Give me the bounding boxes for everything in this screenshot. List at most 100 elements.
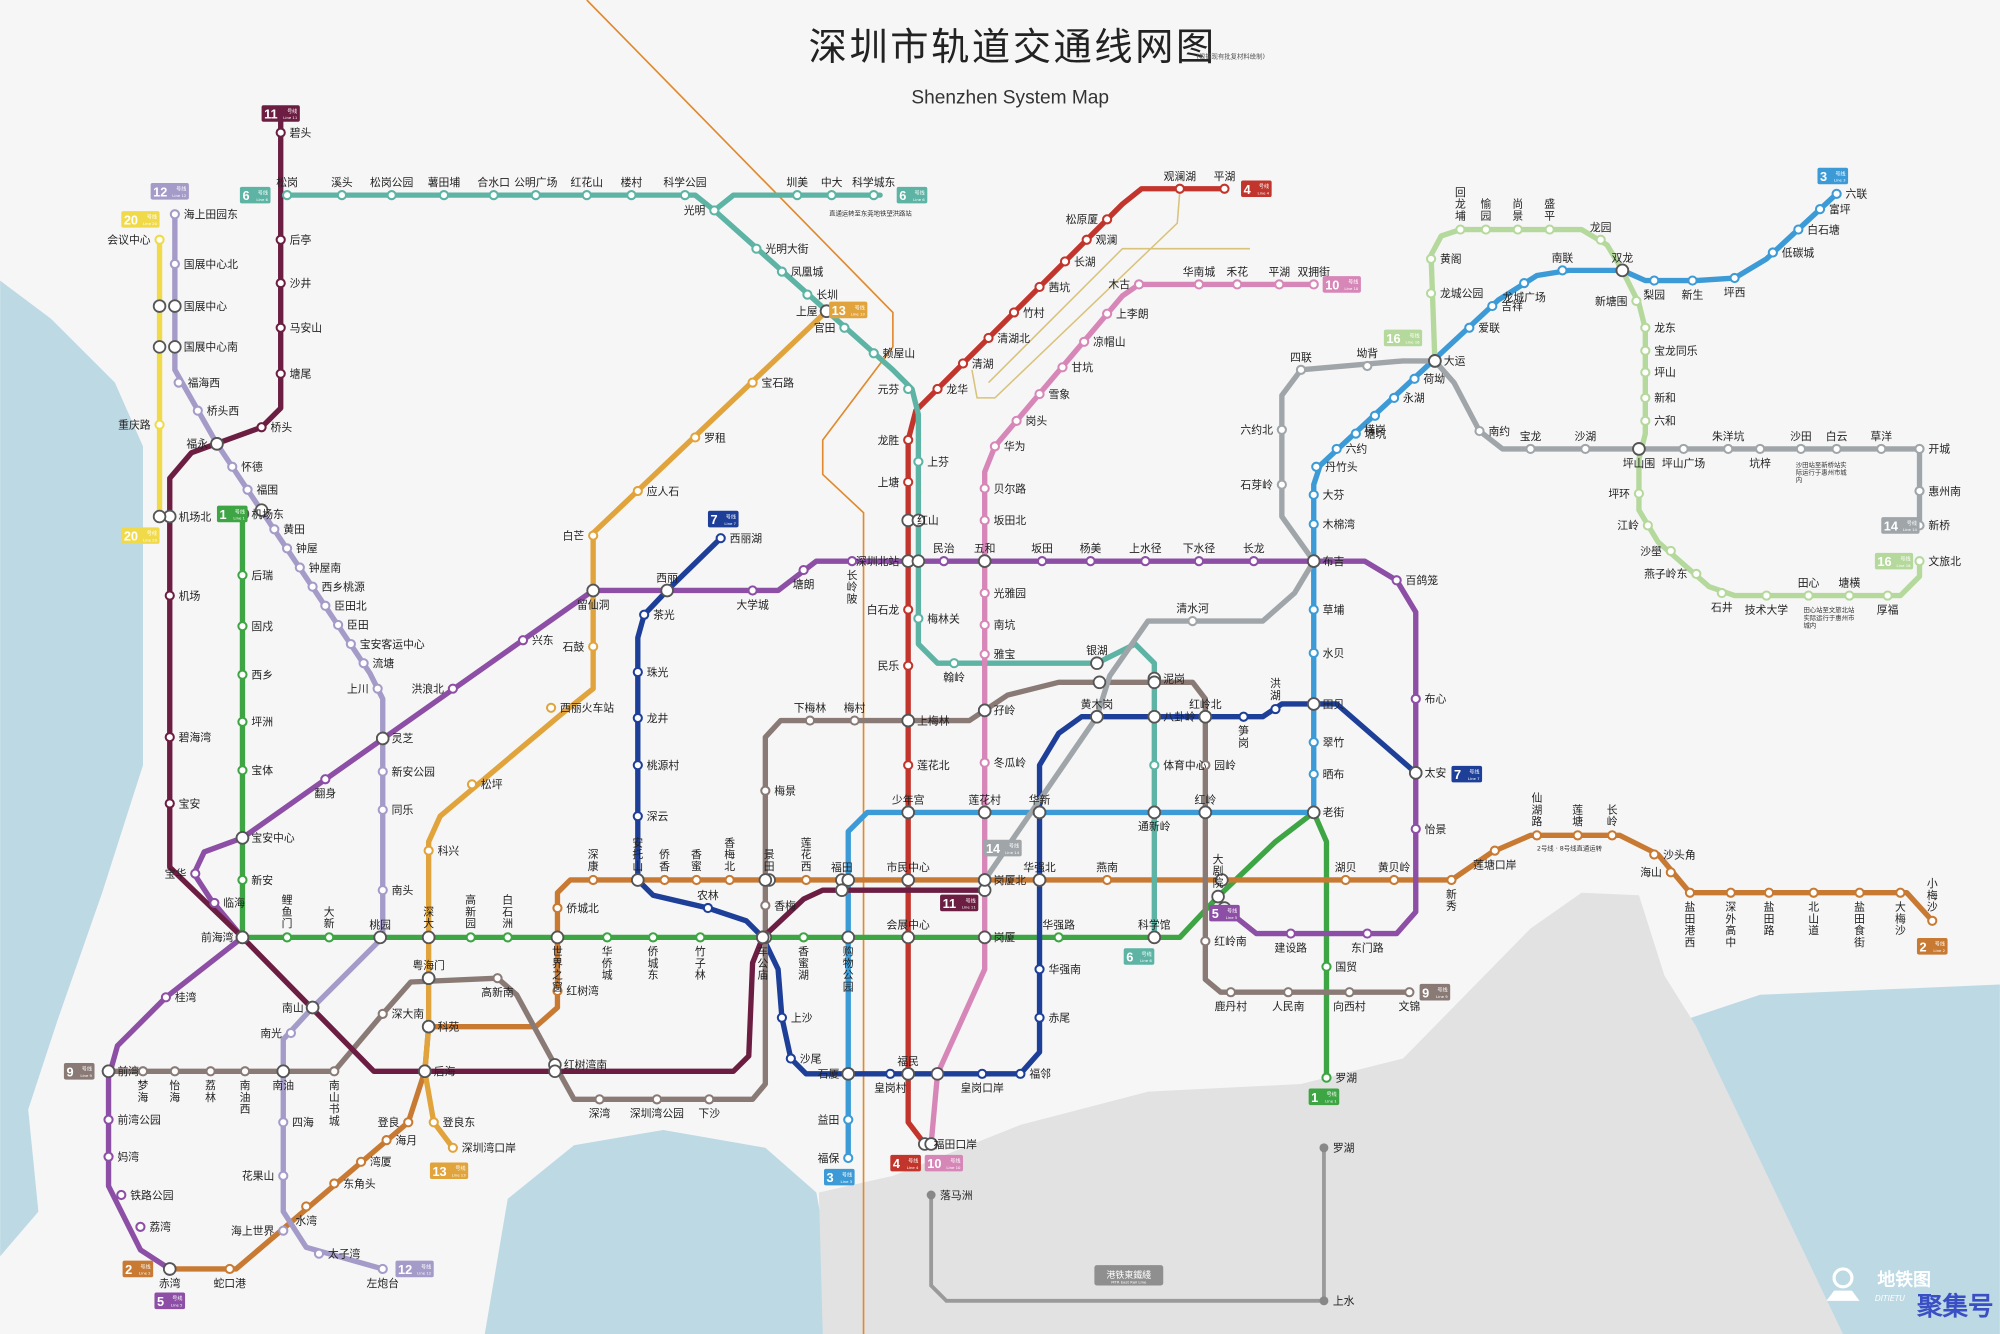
station-label-char: 莲 bbox=[1572, 803, 1583, 816]
station-marker bbox=[1914, 485, 1925, 497]
station-marker bbox=[602, 932, 613, 943]
station-label: 老街 bbox=[1323, 805, 1345, 819]
station-marker bbox=[116, 1189, 127, 1201]
station-marker bbox=[324, 932, 335, 943]
station-label: 侨城东 bbox=[648, 945, 659, 981]
station-marker bbox=[979, 515, 990, 526]
station-label: 珠光 bbox=[647, 665, 669, 679]
station-marker bbox=[690, 432, 701, 443]
station-marker bbox=[1649, 849, 1660, 860]
station-label: 花果山 bbox=[242, 1170, 274, 1183]
interchange-station-marker bbox=[101, 1064, 116, 1079]
interchange-station-marker bbox=[421, 971, 436, 985]
station-label: 洪浪北 bbox=[411, 682, 444, 696]
station-label: 技术大学 bbox=[1745, 602, 1788, 616]
station-label: 下梅林 bbox=[794, 701, 827, 715]
interchange-station-marker bbox=[254, 503, 269, 517]
station-marker bbox=[103, 1114, 114, 1125]
station-label-char: 梅 bbox=[1895, 911, 1906, 925]
line-badge-number: 10 bbox=[927, 1156, 941, 1171]
interchange-station-marker bbox=[911, 513, 926, 528]
line-badge-en: Line 1 bbox=[233, 516, 245, 521]
station-label: 龙东 bbox=[1654, 322, 1676, 335]
station-marker bbox=[372, 683, 383, 694]
interchange-station-marker bbox=[1211, 889, 1225, 904]
station-label-char: 公 bbox=[757, 957, 768, 970]
station-label: 上梅林 bbox=[917, 713, 950, 727]
station-label: 宝华 bbox=[165, 866, 187, 880]
station-label: 新安 bbox=[251, 873, 273, 887]
station-marker bbox=[1487, 300, 1498, 312]
station-label-char: 深 bbox=[1725, 901, 1736, 914]
station-label-char: 西 bbox=[1685, 936, 1696, 949]
line-badge-suffix: 号线 bbox=[421, 1263, 431, 1270]
station-label: 科兴 bbox=[438, 843, 460, 857]
station-label: 国贸 bbox=[1335, 961, 1357, 974]
station-label: 西乡桃源 bbox=[322, 579, 365, 593]
note-line: 际运行于惠州市城 bbox=[1796, 467, 1848, 476]
station-label: 湾厦 bbox=[370, 1155, 392, 1169]
station-label: 沙田 bbox=[1790, 430, 1812, 443]
line-badge-en: Line 7 bbox=[1468, 776, 1480, 781]
station-label-char: 鲤 bbox=[282, 893, 293, 907]
station-label: 红岭 bbox=[1195, 792, 1217, 806]
station-marker bbox=[169, 258, 180, 270]
note-line: 2号线 · 8号线直通运转 bbox=[1537, 844, 1603, 853]
line-badge-bg bbox=[121, 527, 160, 544]
station-label-char: 山 bbox=[329, 1091, 340, 1104]
station-label: 科学馆 bbox=[1138, 917, 1171, 931]
station-label: 水贝 bbox=[1323, 647, 1345, 660]
station-label: 铁路公园 bbox=[130, 1189, 173, 1202]
station-label-char: 子 bbox=[695, 957, 706, 970]
interchange-station-marker bbox=[1032, 873, 1047, 887]
station-label: 冬瓜岭 bbox=[994, 755, 1027, 769]
station-marker bbox=[1631, 295, 1642, 307]
station-label: 笋岗 bbox=[1238, 724, 1249, 750]
line-badge-bg bbox=[216, 505, 248, 523]
station-marker bbox=[1525, 443, 1536, 455]
line-badge-number: 9 bbox=[66, 1064, 73, 1079]
station-marker bbox=[903, 383, 914, 395]
station-marker bbox=[1011, 415, 1022, 426]
station-marker bbox=[648, 932, 659, 943]
station-marker bbox=[1057, 362, 1068, 373]
line-badge-bg bbox=[121, 211, 160, 228]
station-marker bbox=[275, 368, 286, 379]
interchange-station-marker bbox=[977, 554, 992, 568]
station-marker bbox=[913, 456, 924, 467]
station-label-char: 岗 bbox=[1238, 736, 1249, 749]
station-label: 六约北 bbox=[1240, 424, 1273, 437]
station-label-char: 高 bbox=[1725, 923, 1736, 937]
station-marker bbox=[846, 556, 858, 567]
metro-line-7 bbox=[635, 535, 1419, 1077]
station-marker bbox=[632, 760, 643, 771]
station-label: 市民中心 bbox=[887, 860, 930, 874]
interchange-station-marker bbox=[1090, 656, 1104, 670]
station-marker bbox=[227, 461, 238, 472]
station-marker bbox=[632, 712, 643, 724]
station-marker bbox=[1174, 183, 1185, 194]
station-marker bbox=[530, 190, 541, 201]
station-label: 岗厦 bbox=[994, 931, 1016, 944]
station-label: 莲花北 bbox=[917, 759, 950, 772]
station-marker bbox=[903, 604, 914, 615]
station-marker bbox=[1225, 987, 1236, 998]
station-label: 南头 bbox=[392, 884, 414, 897]
line-badge-suffix: 号线 bbox=[1469, 768, 1479, 775]
interchange-station-marker bbox=[1306, 697, 1321, 711]
line-badge-number: 14 bbox=[986, 841, 1001, 856]
station-label: 草洋 bbox=[1870, 429, 1892, 443]
line-badge-suffix: 号线 bbox=[1009, 842, 1019, 849]
station-marker bbox=[313, 1248, 325, 1259]
station-label: 人民南 bbox=[1272, 1000, 1305, 1013]
station-marker bbox=[1270, 703, 1281, 715]
station-label: 通新岭 bbox=[1138, 819, 1171, 833]
interchange-station-marker bbox=[1092, 675, 1107, 690]
station-label: 东门路 bbox=[1351, 940, 1384, 954]
